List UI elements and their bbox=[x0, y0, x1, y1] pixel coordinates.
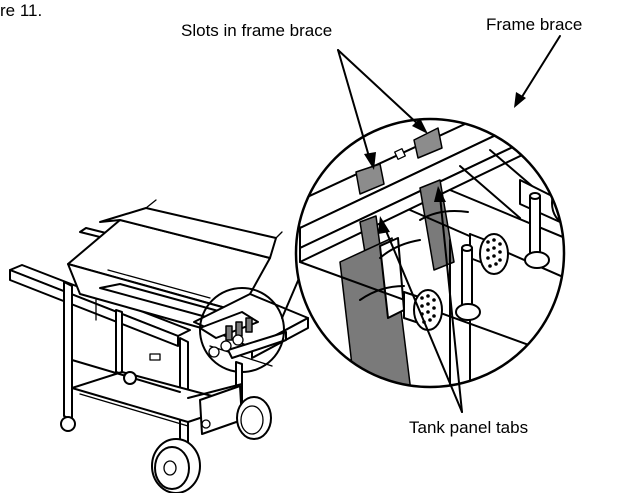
label-tank-panel-tabs: Tank panel tabs bbox=[409, 418, 529, 437]
zoom-detail-circle bbox=[294, 117, 566, 389]
label-frame-brace: Frame brace bbox=[486, 15, 583, 34]
side-panel-knob bbox=[201, 419, 211, 429]
burner-tube-2 bbox=[455, 233, 509, 321]
front-left-leg bbox=[63, 281, 73, 421]
arrowhead-tank-tab-left bbox=[378, 216, 390, 234]
burner-valves bbox=[208, 317, 253, 358]
arrowhead-slot-left bbox=[364, 152, 376, 170]
leader-arrows bbox=[337, 35, 561, 413]
arrow-tank-tab-right bbox=[439, 195, 463, 413]
frame-hole-1 bbox=[394, 148, 406, 160]
wheel-front bbox=[151, 438, 201, 493]
frame-hole-2 bbox=[479, 95, 490, 106]
arrowhead-frame-brace bbox=[514, 92, 526, 108]
bottom-shelf-edge bbox=[79, 393, 189, 427]
arrowhead-tank-tab-right bbox=[434, 186, 446, 202]
lid-hinge-2 bbox=[275, 231, 283, 239]
arrow-slot-left bbox=[337, 49, 371, 161]
grill-illustration bbox=[9, 199, 309, 493]
arrow-tank-tab-left bbox=[383, 225, 463, 413]
igniter-button bbox=[149, 353, 161, 361]
front-caster bbox=[60, 416, 76, 432]
lid-hinge-1 bbox=[145, 199, 157, 209]
slot-right bbox=[413, 127, 443, 159]
figure-label: re 11. bbox=[0, 1, 43, 20]
valve-post-1 bbox=[529, 195, 541, 255]
lower-rail-side bbox=[187, 383, 243, 399]
arrowhead-slot-right bbox=[412, 118, 428, 134]
zoom-detail bbox=[296, 95, 564, 387]
wheel-rear bbox=[236, 396, 272, 440]
cookbox-inner-edge bbox=[107, 269, 211, 299]
valve-post-2 bbox=[461, 247, 473, 309]
tube-bend-1 bbox=[379, 239, 421, 259]
arrow-slot-right bbox=[337, 49, 421, 127]
rear-left-leg bbox=[115, 309, 123, 375]
inner-rail-3 bbox=[449, 189, 564, 241]
control-panel bbox=[227, 331, 287, 359]
arrow-frame-brace bbox=[519, 35, 561, 101]
label-slots-in-frame-brace: Slots in frame brace bbox=[181, 21, 333, 40]
burner-opening bbox=[199, 311, 259, 339]
tube-bend-2 bbox=[359, 285, 405, 301]
rear-caster bbox=[123, 371, 137, 385]
cookbox-back-wall bbox=[99, 207, 277, 259]
inner-rail-4 bbox=[459, 165, 521, 219]
